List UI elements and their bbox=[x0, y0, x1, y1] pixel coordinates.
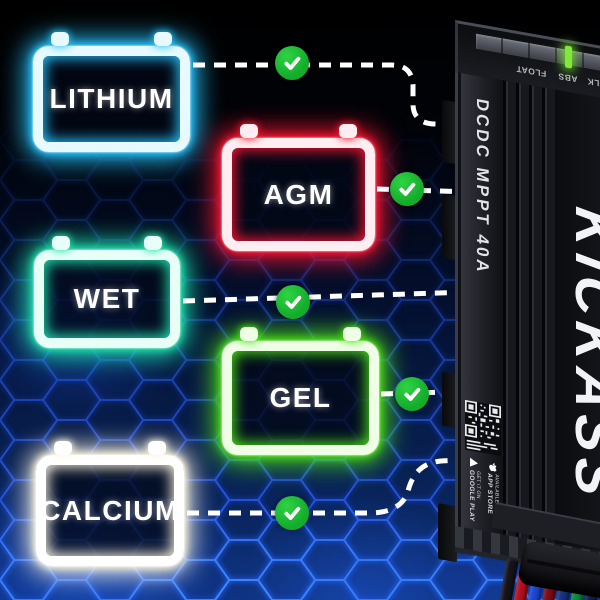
battery-card-lithium: LITHIUM bbox=[33, 32, 190, 152]
model-label: DCDC MPPT 40A bbox=[473, 97, 492, 277]
led-label-abs: ABS bbox=[558, 71, 578, 85]
charger-front-face: KICKASS bbox=[555, 89, 600, 571]
check-icon bbox=[275, 496, 309, 530]
brand-logo: KICKASS bbox=[564, 203, 600, 509]
battery-card-calcium: CALCIUM bbox=[36, 441, 184, 566]
connector-line-wet bbox=[182, 289, 473, 304]
google-play-text: GET IT ON GOOGLE PLAY bbox=[467, 469, 481, 522]
connector-line-lithium bbox=[193, 62, 473, 129]
battery-terminal-icon bbox=[54, 441, 72, 455]
battery-terminal-icon bbox=[51, 32, 69, 46]
battery-label: AGM bbox=[263, 178, 334, 210]
apple-logo-icon bbox=[488, 460, 497, 473]
check-icon bbox=[395, 377, 429, 411]
led-indicator bbox=[565, 45, 572, 69]
qr-code bbox=[465, 399, 501, 456]
battery-terminal-icon bbox=[240, 327, 258, 341]
battery-terminal-icon bbox=[343, 327, 361, 341]
battery-card-gel: GEL bbox=[222, 327, 379, 455]
led-label-bulk: BULK bbox=[587, 76, 600, 91]
charger-body: DCDC MPPT 40A bbox=[455, 72, 600, 571]
battery-terminal-icon bbox=[148, 441, 166, 455]
google-play-icon bbox=[469, 457, 478, 469]
battery-label: GEL bbox=[269, 382, 332, 413]
battery-label: CALCIUM bbox=[40, 494, 180, 526]
battery-terminal-icon bbox=[339, 124, 357, 138]
check-icon bbox=[276, 285, 310, 319]
connector-line-calcium bbox=[187, 456, 479, 516]
check-icon bbox=[390, 172, 424, 206]
battery-terminal-icon bbox=[240, 124, 258, 138]
battery-card-wet: WET bbox=[34, 236, 180, 348]
google-play-badge: GET IT ON GOOGLE PLAY bbox=[467, 456, 481, 523]
heatsink-fins bbox=[503, 80, 555, 544]
check-icon bbox=[275, 46, 309, 80]
led-label-float: FLOAT bbox=[516, 63, 547, 80]
battery-terminal-icon bbox=[154, 32, 172, 46]
battery-terminal-icon bbox=[52, 236, 70, 250]
battery-card-agm: AGM bbox=[222, 124, 375, 251]
battery-label: WET bbox=[73, 283, 141, 314]
battery-terminal-icon bbox=[144, 236, 162, 250]
charger-side-panel: DCDC MPPT 40A bbox=[461, 73, 503, 535]
battery-label: LITHIUM bbox=[49, 83, 174, 114]
